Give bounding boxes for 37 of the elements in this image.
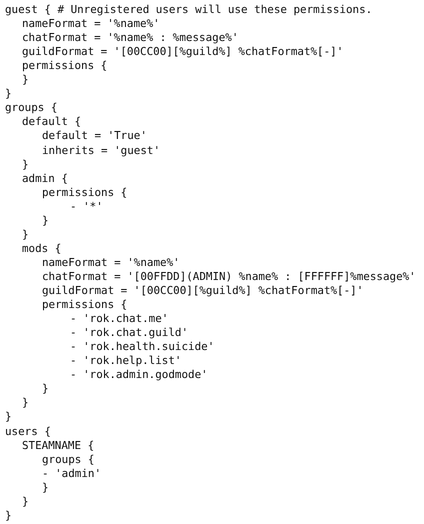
code-line: - 'rok.chat.me' xyxy=(70,312,168,326)
code-line: guest { # Unregistered users will use these permissions. xyxy=(5,3,372,16)
code-line: inherits = 'guest' xyxy=(42,144,160,156)
code-line: users { xyxy=(5,424,51,438)
code-line: - 'rok.health.suicide' xyxy=(70,340,214,354)
code-line: groups { xyxy=(42,452,94,466)
code-line: - 'rok.chat.guild' xyxy=(70,326,188,340)
code-line: } xyxy=(42,382,49,396)
code-line: } xyxy=(5,410,12,424)
code-line: admin { xyxy=(22,172,68,185)
code-line: chatFormat = '%name% : %message%' xyxy=(22,31,238,44)
code-line: mods { xyxy=(22,242,62,255)
code-line: permissions { xyxy=(22,59,108,72)
code-line: nameFormat = '%name%' xyxy=(22,17,160,30)
code-line: permissions { xyxy=(42,298,128,312)
code-line: chatFormat = '[00FFDD](ADMIN) %name% : [FFFFFF]%message%' xyxy=(42,270,416,283)
code-line: guildFormat = '[00CC00][%guild%] %chatFormat%[-]' xyxy=(22,45,344,58)
code-line: default { xyxy=(22,115,82,128)
code-line: } xyxy=(5,508,12,522)
code-line: } xyxy=(22,73,29,86)
code-line: nameFormat = '%name%' xyxy=(42,256,180,269)
code-line: - 'admin' xyxy=(42,466,102,480)
code-line: } xyxy=(42,480,49,494)
code-line: - 'rok.help.list' xyxy=(70,354,182,368)
code-line: } xyxy=(22,228,29,241)
code-line: } xyxy=(22,396,29,410)
code-line: STEAMNAME { xyxy=(22,438,94,452)
code-line: } xyxy=(5,87,12,100)
code-line: guildFormat = '[00CC00][%guild%] %chatFormat%[-]' xyxy=(42,284,364,297)
code-line: default = 'True' xyxy=(42,129,147,142)
code-line: permissions { xyxy=(42,186,128,199)
code-line: - 'rok.admin.godmode' xyxy=(70,368,208,382)
code-line: - '*' xyxy=(70,200,103,213)
code-line: } xyxy=(42,214,49,227)
code-line: } xyxy=(22,158,29,171)
code-line: groups { xyxy=(5,101,58,114)
code-line: } xyxy=(22,494,29,508)
